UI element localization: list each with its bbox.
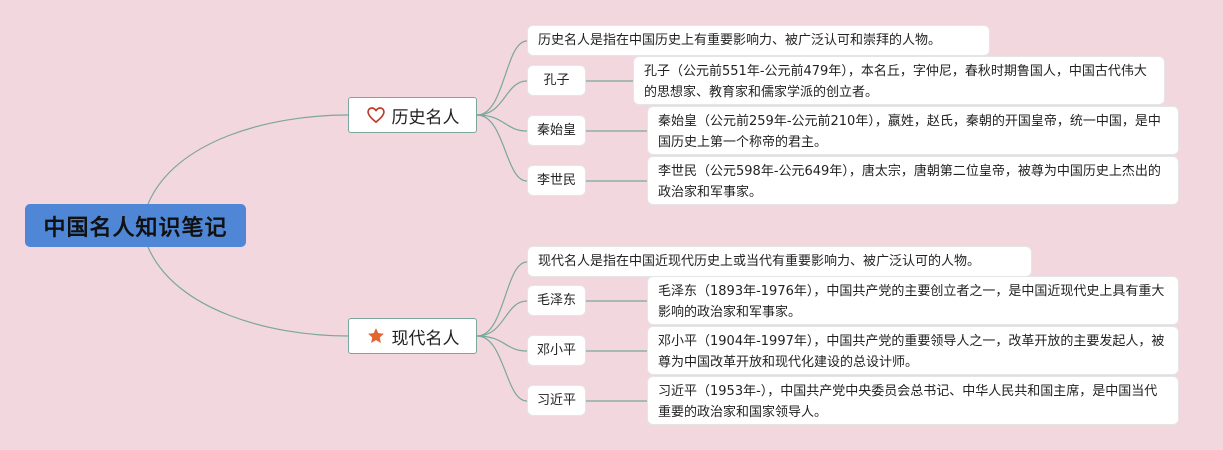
branch-label: 历史名人 — [391, 107, 460, 128]
person-desc-kongzi[interactable]: 孔子（公元前551年-公元前479年），本名丘，字仲尼，春秋时期鲁国人，中国古代… — [633, 56, 1165, 105]
person-name: 毛泽东 — [536, 293, 576, 308]
person-desc-dengxiaoping[interactable]: 邓小平（1904年-1997年），中国共产党的重要领导人之一，改革开放的主要发起… — [647, 326, 1179, 375]
person-name: 李世民 — [536, 173, 576, 188]
heart-icon — [366, 107, 385, 124]
person-name: 邓小平 — [536, 343, 576, 358]
branch-label: 现代名人 — [391, 328, 460, 349]
branch-historical-figures[interactable]: 历史名人 — [348, 97, 477, 133]
person-node-dengxiaoping[interactable]: 邓小平 — [527, 335, 586, 366]
intro-node[interactable]: 现代名人是指在中国近现代历史上或当代有重要影响力、被广泛认可的人物。 — [527, 246, 1032, 277]
root-label: 中国名人知识笔记 — [43, 215, 228, 241]
person-desc: 邓小平（1904年-1997年），中国共产党的重要领导人之一，改革开放的主要发起… — [658, 334, 1165, 370]
person-desc: 秦始皇（公元前259年-公元前210年），嬴姓，赵氏，秦朝的开国皇帝，统一中国，… — [658, 114, 1161, 150]
person-node-maozedong[interactable]: 毛泽东 — [527, 285, 586, 316]
person-desc: 习近平（1953年-），中国共产党中央委员会总书记、中华人民共和国主席，是中国当… — [658, 384, 1158, 420]
person-node-xijinping[interactable]: 习近平 — [527, 385, 586, 416]
intro-text: 现代名人是指在中国近现代历史上或当代有重要影响力、被广泛认可的人物。 — [538, 254, 981, 269]
person-node-kongzi[interactable]: 孔子 — [527, 65, 586, 96]
person-node-qinshihuang[interactable]: 秦始皇 — [527, 115, 586, 146]
intro-node[interactable]: 历史名人是指在中国历史上有重要影响力、被广泛认可和崇拜的人物。 — [527, 25, 990, 56]
person-desc-maozedong[interactable]: 毛泽东（1893年-1976年），中国共产党的主要创立者之一，是中国近现代史上具… — [647, 276, 1179, 325]
person-desc-xijinping[interactable]: 习近平（1953年-），中国共产党中央委员会总书记、中华人民共和国主席，是中国当… — [647, 376, 1179, 425]
person-desc: 李世民（公元598年-公元649年），唐太宗，唐朝第二位皇帝，被尊为中国历史上杰… — [658, 164, 1161, 200]
intro-text: 历史名人是指在中国历史上有重要影响力、被广泛认可和崇拜的人物。 — [538, 33, 942, 48]
person-name: 习近平 — [536, 393, 576, 408]
person-name: 秦始皇 — [536, 123, 576, 138]
branch-modern-figures[interactable]: 现代名人 — [348, 318, 477, 354]
person-node-lishimin[interactable]: 李世民 — [527, 165, 586, 196]
person-desc: 毛泽东（1893年-1976年），中国共产党的主要创立者之一，是中国近现代史上具… — [658, 284, 1165, 320]
root-node[interactable]: 中国名人知识笔记 — [25, 204, 246, 247]
person-desc-qinshihuang[interactable]: 秦始皇（公元前259年-公元前210年），嬴姓，赵氏，秦朝的开国皇帝，统一中国，… — [647, 106, 1179, 155]
person-desc-lishimin[interactable]: 李世民（公元598年-公元649年），唐太宗，唐朝第二位皇帝，被尊为中国历史上杰… — [647, 156, 1179, 205]
star-icon — [367, 328, 384, 343]
person-name: 孔子 — [543, 73, 570, 88]
person-desc: 孔子（公元前551年-公元前479年），本名丘，字仲尼，春秋时期鲁国人，中国古代… — [644, 64, 1147, 100]
